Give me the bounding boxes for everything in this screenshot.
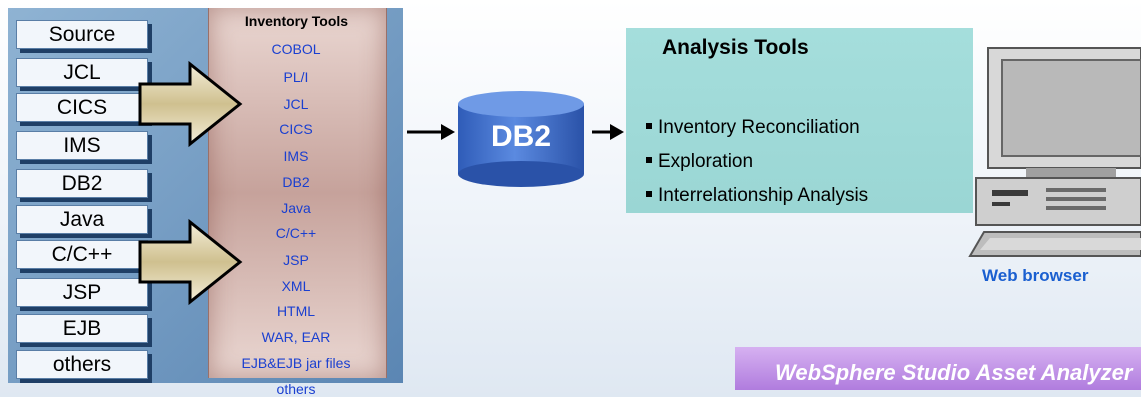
inventory-item-html: HTML: [276, 303, 316, 319]
analysis-tools-box: [626, 28, 973, 213]
source-box-ejb: EJB: [16, 314, 148, 343]
analysis-item-label: Interrelationship Analysis: [658, 185, 869, 206]
source-box-java: Java: [16, 205, 148, 234]
source-box-source: Source: [16, 20, 148, 49]
inventory-item-war-ear: WAR, EAR: [261, 329, 331, 345]
inventory-item-xml: XML: [281, 278, 311, 294]
db2-database-icon: [458, 91, 584, 187]
websphere-banner-label: WebSphere Studio Asset Analyzer: [775, 360, 1133, 385]
source-box-cpp: C/C++: [16, 240, 148, 269]
analysis-title: Analysis Tools: [662, 36, 809, 59]
analysis-item-interrelationship: Interrelationship Analysis: [646, 185, 868, 207]
inventory-title: Inventory Tools: [244, 13, 349, 29]
source-box-db2: DB2: [16, 169, 148, 198]
analysis-item-label: Inventory Reconciliation: [658, 117, 860, 138]
analysis-item-reconciliation: Inventory Reconciliation: [646, 117, 860, 139]
source-box-others: others: [16, 350, 148, 379]
inventory-item-db2: DB2: [282, 174, 310, 190]
inventory-tools-panel: [208, 8, 387, 378]
analysis-item-exploration: Exploration: [646, 151, 753, 173]
computer-icon: [968, 47, 1141, 257]
inventory-item-ejb-jar: EJB&EJB jar files: [241, 355, 351, 371]
inventory-item-jcl: JCL: [283, 96, 309, 112]
block-arrow-lower: [138, 218, 243, 306]
inventory-item-cics: CICS: [279, 121, 313, 137]
arrow-to-db2: [407, 124, 455, 140]
inventory-item-java: Java: [281, 200, 311, 216]
bullet-icon: [646, 190, 652, 197]
inventory-item-jsp: JSP: [283, 252, 309, 268]
source-box-ims: IMS: [16, 131, 148, 160]
db2-label: DB2: [490, 120, 551, 153]
arrow-to-analysis: [592, 124, 624, 140]
inventory-item-ims: IMS: [283, 148, 309, 164]
inventory-item-pli: PL/I: [283, 69, 309, 85]
web-browser-label: Web browser: [982, 266, 1089, 285]
block-arrow-upper: [138, 60, 243, 148]
analysis-item-label: Exploration: [658, 151, 754, 172]
source-box-jsp: JSP: [16, 278, 148, 307]
bullet-icon: [646, 156, 652, 163]
inventory-item-others: others: [276, 381, 316, 397]
bullet-icon: [646, 122, 652, 129]
source-box-jcl: JCL: [16, 58, 148, 87]
source-box-cics: CICS: [16, 93, 148, 122]
inventory-item-cobol: COBOL: [271, 41, 321, 57]
inventory-item-cpp: C/C++: [275, 225, 317, 241]
websphere-banner: WebSphere Studio Asset Analyzer: [735, 347, 1141, 390]
